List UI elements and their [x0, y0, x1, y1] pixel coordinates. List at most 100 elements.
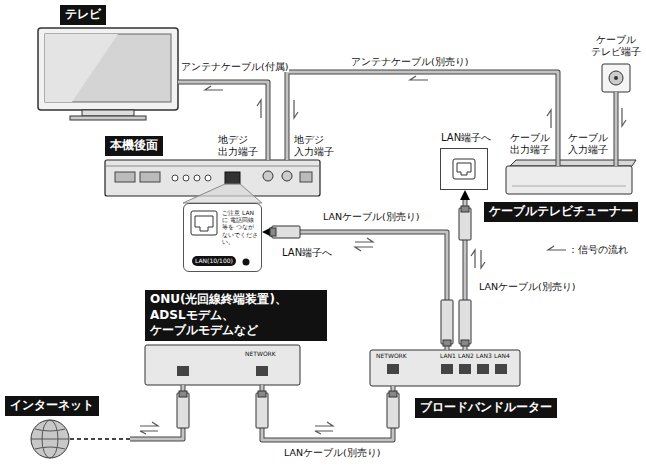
- recorder-jack: [172, 175, 178, 181]
- port-name: NETWORK: [376, 353, 407, 359]
- arrow-head: [460, 190, 470, 200]
- cable-core: [178, 82, 268, 160]
- tv-screen: [45, 34, 171, 102]
- port-name: LAN3: [476, 353, 492, 359]
- cable-label: LANケーブル(別売り): [322, 211, 421, 222]
- globe-latitude: [35, 429, 65, 449]
- tv-frame: [38, 28, 178, 110]
- onu-port: [256, 366, 268, 376]
- router-port: [495, 364, 507, 374]
- onu-body: [145, 345, 300, 385]
- terminal-label: ケーブル 出力端子: [510, 132, 554, 156]
- signal-flow-arrow: [410, 76, 428, 80]
- onu-modem: ONU(光回線終端装置)、 ADSLモデム、 ケーブルモデムなどNETWORK: [145, 345, 300, 385]
- device-heading: ブロードバンドルーター: [415, 398, 557, 418]
- tuner-body: [506, 166, 632, 194]
- router-illustration: [370, 350, 520, 386]
- signal-flow-arrow: [315, 422, 333, 434]
- plug-tip: [461, 206, 469, 212]
- port-notch: [457, 163, 471, 175]
- signal-flow-arrow: [257, 100, 261, 118]
- wall-outlet-illustration: [602, 64, 630, 92]
- signal-flow-arrow: [205, 86, 223, 90]
- recorder-jack: [300, 172, 312, 182]
- outlet-plate: [602, 64, 630, 92]
- onu-port: [177, 366, 189, 376]
- plug-tip: [389, 391, 397, 397]
- device-heading: インターネット: [5, 396, 99, 416]
- port-outline: [191, 211, 217, 235]
- cable-outline: [614, 92, 619, 166]
- signal-flow-arrow: [622, 108, 626, 126]
- plug-tip: [179, 391, 187, 397]
- callout-funnel: [183, 184, 262, 203]
- port-outline: [453, 159, 475, 179]
- signal-flow-arrow: [471, 250, 485, 268]
- lan-plug: [459, 208, 471, 240]
- lan-port-box: LAN端子へ: [440, 148, 488, 190]
- lan-plug: [256, 393, 268, 428]
- plug-direction-label: LAN端子へ: [282, 247, 332, 259]
- tv-illustration: [38, 28, 178, 120]
- recorder-jack: [205, 175, 211, 181]
- lan-plug: [441, 300, 453, 344]
- globe: [31, 420, 69, 458]
- lan-plug: [177, 393, 189, 428]
- cable-core: [615, 92, 618, 166]
- device-heading: ケーブルテレビチューナー: [484, 202, 638, 222]
- signal-flow-arrow: [355, 238, 373, 251]
- signal-flow-marks: [140, 76, 626, 434]
- outlet-pin: [614, 76, 618, 80]
- antenna-cable: [287, 72, 558, 166]
- lan-cable: [460, 190, 470, 350]
- cable-outline: [130, 385, 183, 439]
- port-notch: [195, 216, 213, 231]
- cable-outline: [178, 82, 268, 160]
- device-heading: ONU(光回線終端装置)、 ADSLモデム、 ケーブルモデムなど: [145, 290, 327, 341]
- recorder-jack: [183, 175, 189, 181]
- tv-glare: [45, 34, 118, 102]
- cable-core: [262, 385, 393, 440]
- lan-port-callout: ご注意 LANに 電話回線等を つながないでください。LAN(10/100): [183, 203, 262, 272]
- device-heading: テレビ: [60, 5, 106, 25]
- antenna-cable: [616, 92, 617, 166]
- plug-tip: [270, 228, 276, 236]
- cable-label: アンテナケーブル(付属): [180, 61, 289, 72]
- cable-core: [287, 72, 558, 166]
- terminal-label: 地デジ 入力端子: [294, 134, 338, 158]
- router-port: [459, 364, 471, 374]
- port-led: [243, 259, 250, 266]
- globe-illustration: [31, 420, 69, 458]
- tuner-line: [512, 186, 626, 187]
- signal-flow-arrow: [140, 422, 158, 434]
- dashed-link: [70, 438, 130, 440]
- globe-equator: [31, 439, 69, 440]
- terminal-label: ケーブル 入力端子: [568, 132, 612, 156]
- port-name: LAN2: [458, 353, 474, 359]
- antenna-cable: [178, 82, 268, 160]
- recorder-jack: [115, 172, 135, 182]
- cable-tv-outlet: ケーブル テレビ端子: [602, 64, 630, 92]
- terminal-label: 地デジ 出力端子: [218, 134, 262, 158]
- tv-base: [70, 116, 146, 120]
- cable-core: [130, 385, 183, 439]
- recorder-panel-line: [106, 166, 319, 167]
- recorder-rear: 本機後面: [105, 160, 320, 196]
- antenna-jack: [263, 171, 273, 181]
- cable-tv-tuner: ケーブルテレビチューナー: [506, 166, 632, 194]
- recorder-lan-port: [225, 172, 240, 184]
- callout-ground: [183, 203, 262, 272]
- outlet-label: ケーブル テレビ端子: [590, 34, 642, 58]
- device-heading: 本機後面: [105, 136, 163, 156]
- router-body: [370, 350, 520, 386]
- caution-note: ご注意 LANに 電話回線等を つながないでください。: [222, 209, 259, 245]
- signal-flow-arrow: [547, 110, 551, 128]
- cable-label: LANケーブル(別売り): [283, 447, 382, 458]
- port-name: NETWORK: [245, 351, 276, 357]
- lan-port-icon: [453, 159, 475, 179]
- lan-cable: [262, 385, 393, 440]
- recorder-jack: [194, 175, 200, 181]
- outlet-socket: [609, 71, 623, 85]
